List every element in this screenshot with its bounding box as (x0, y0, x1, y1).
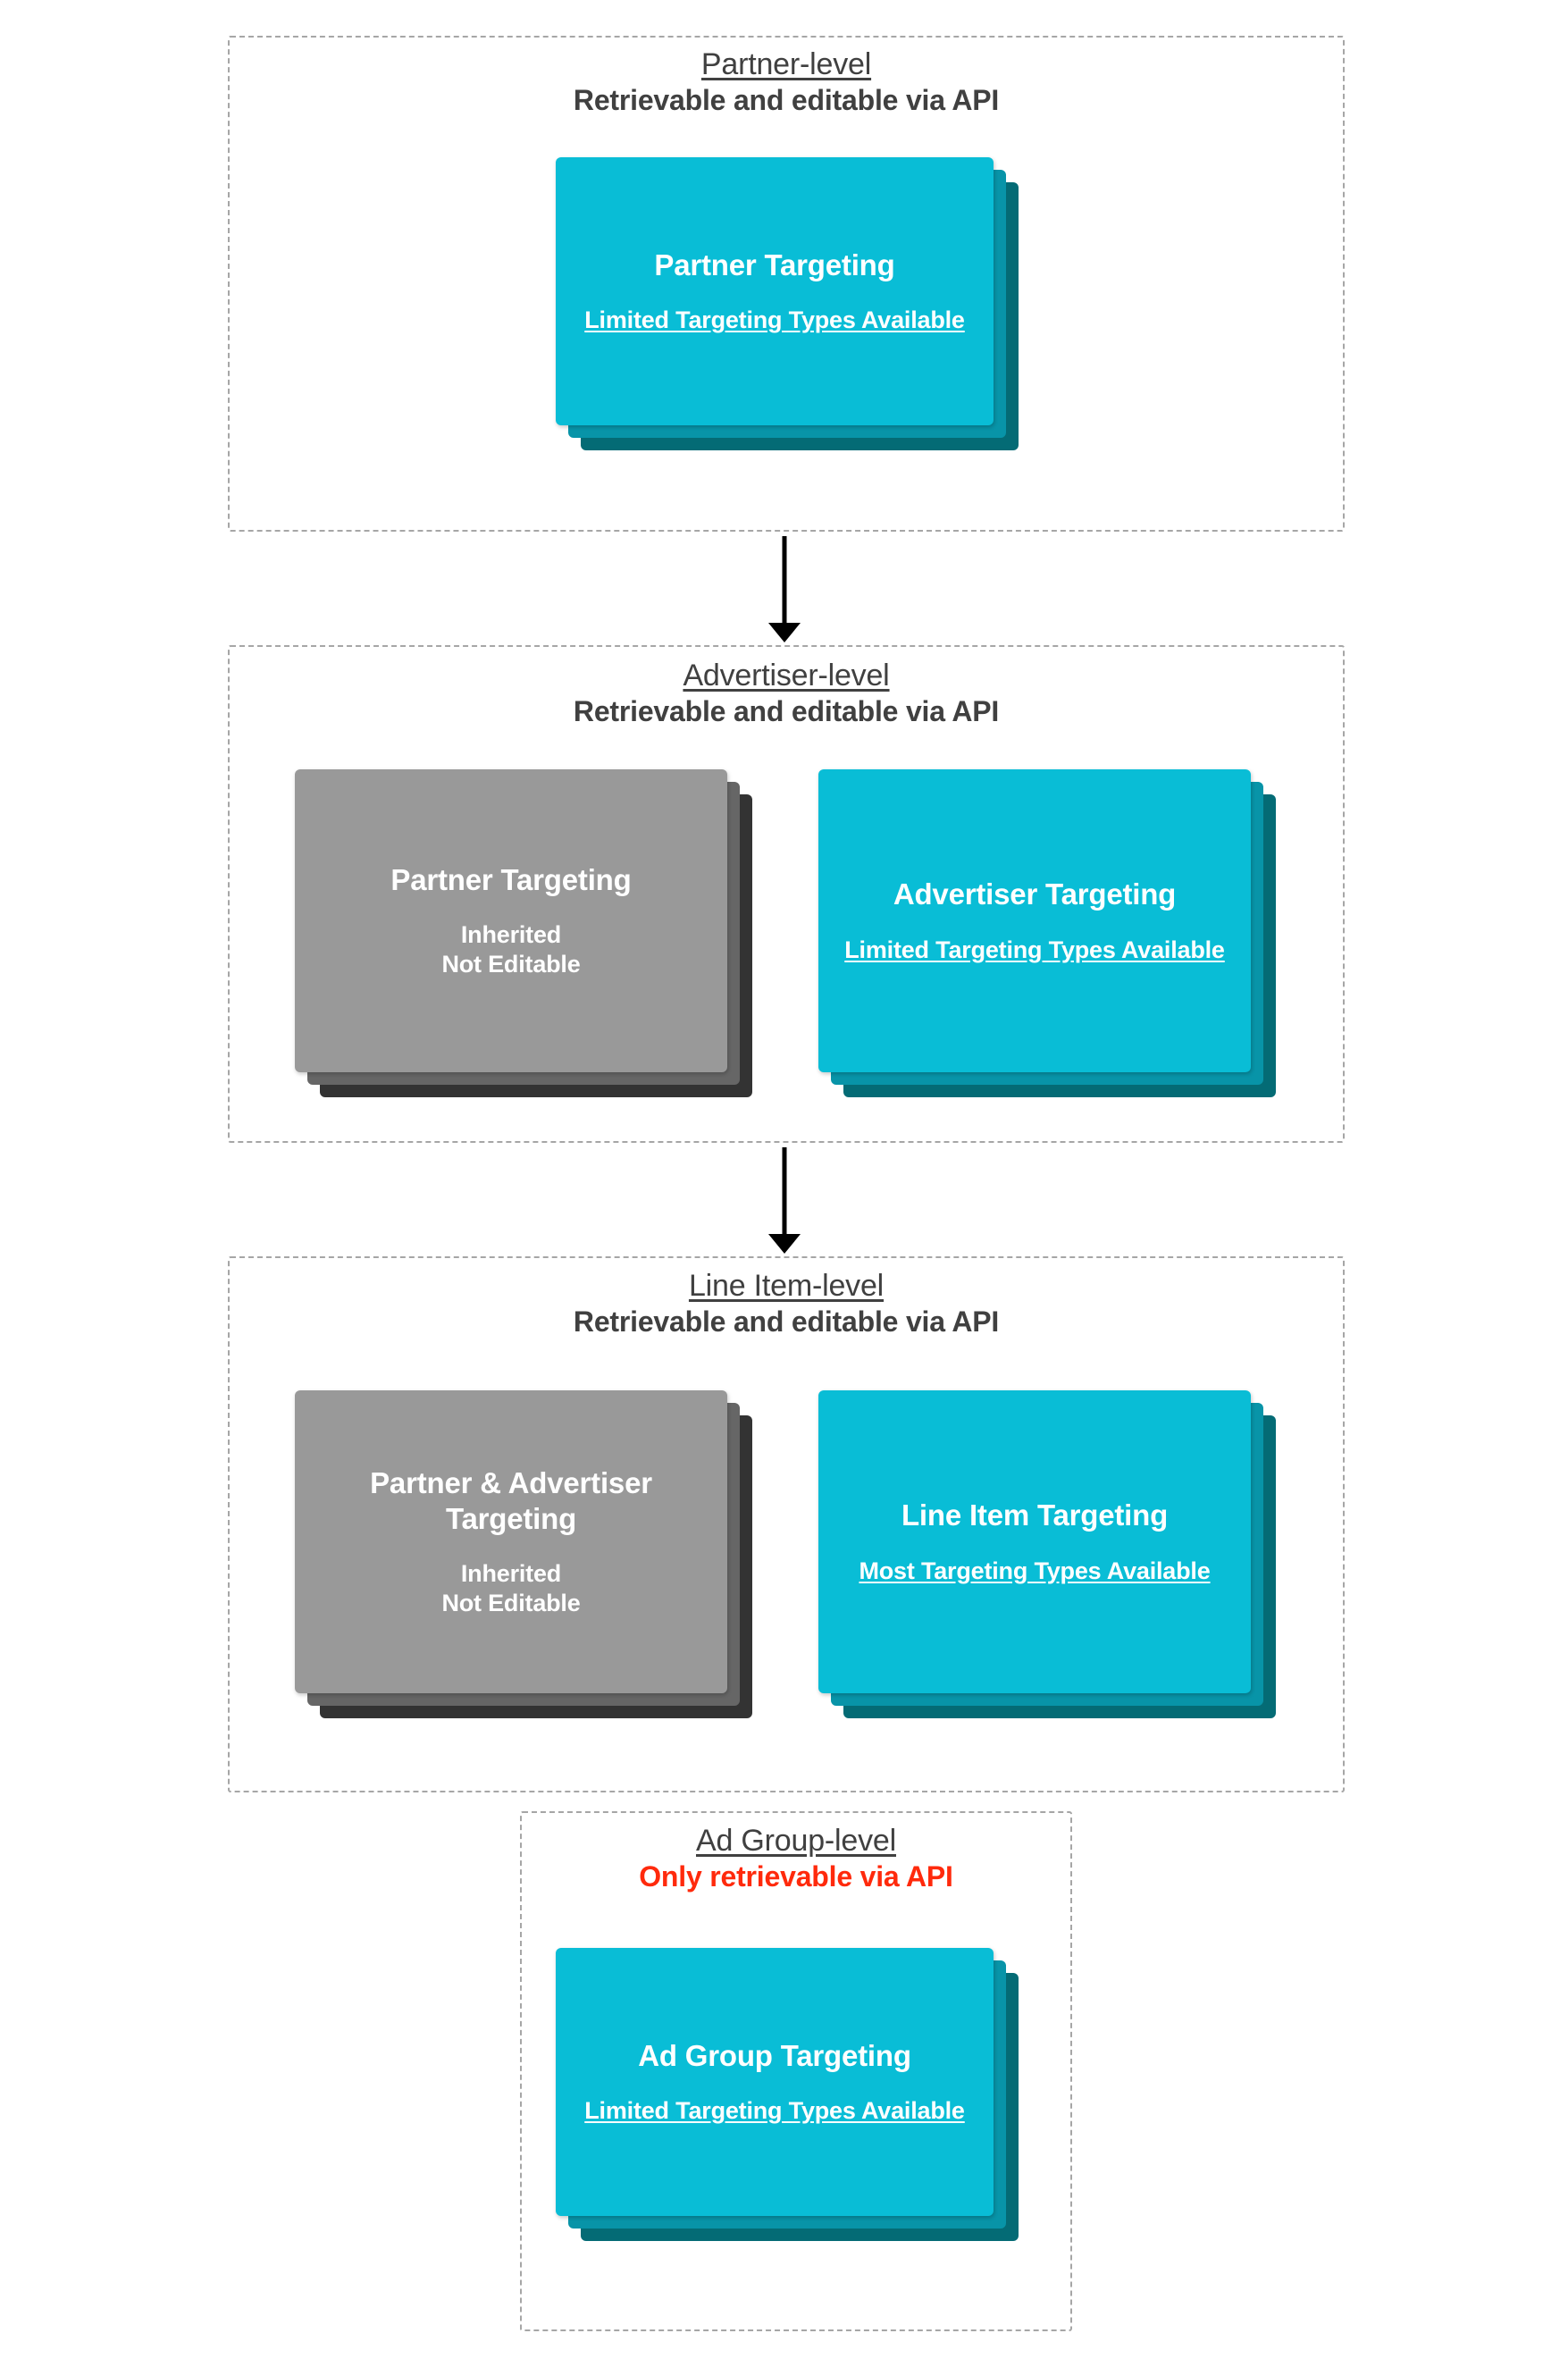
card-title: Ad Group Targeting (638, 2038, 911, 2072)
card-note: Limited Targeting Types Available (584, 2097, 965, 2125)
card-ad-group-targeting[interactable]: Ad Group Targeting Limited Targeting Typ… (556, 1948, 1019, 2241)
card-title: Partner Targeting (390, 862, 632, 896)
down-arrow-icon (768, 536, 801, 642)
card-stack-front-layer: Line Item Targeting Most Targeting Types… (818, 1390, 1251, 1693)
card-stack-front-layer: Partner Targeting Inherited Not Editable (295, 769, 727, 1072)
card-stack-front-layer: Advertiser Targeting Limited Targeting T… (818, 769, 1251, 1072)
card-title: Partner & Advertiser Targeting (370, 1465, 652, 1535)
card-title: Advertiser Targeting (893, 877, 1177, 911)
card-note: Inherited Not Editable (441, 1560, 581, 1617)
level-container-line-item (228, 1256, 1345, 1792)
card-note: Limited Targeting Types Available (844, 936, 1225, 963)
card-title: Line Item Targeting (901, 1498, 1169, 1532)
card-advertiser-targeting[interactable]: Advertiser Targeting Limited Targeting T… (818, 769, 1276, 1097)
down-arrow-icon (768, 1147, 801, 1254)
card-inherited-partner-advertiser-targeting[interactable]: Partner & Advertiser Targeting Inherited… (295, 1390, 752, 1718)
card-stack-front-layer: Partner Targeting Limited Targeting Type… (556, 157, 994, 425)
connector-partner-to-advertiser (764, 536, 805, 643)
connector-advertiser-to-line-item (764, 1147, 805, 1255)
card-inherited-partner-targeting[interactable]: Partner Targeting Inherited Not Editable (295, 769, 752, 1097)
card-note: Most Targeting Types Available (859, 1557, 1211, 1584)
card-note: Inherited Not Editable (441, 921, 581, 978)
card-partner-targeting[interactable]: Partner Targeting Limited Targeting Type… (556, 157, 1019, 450)
card-line-item-targeting[interactable]: Line Item Targeting Most Targeting Types… (818, 1390, 1276, 1718)
card-stack-front-layer: Ad Group Targeting Limited Targeting Typ… (556, 1948, 994, 2216)
level-container-ad-group (520, 1811, 1072, 2331)
level-container-advertiser (228, 645, 1345, 1143)
card-title: Partner Targeting (654, 248, 895, 281)
card-stack-front-layer: Partner & Advertiser Targeting Inherited… (295, 1390, 727, 1693)
level-container-partner (228, 36, 1345, 532)
card-note: Limited Targeting Types Available (584, 306, 965, 334)
